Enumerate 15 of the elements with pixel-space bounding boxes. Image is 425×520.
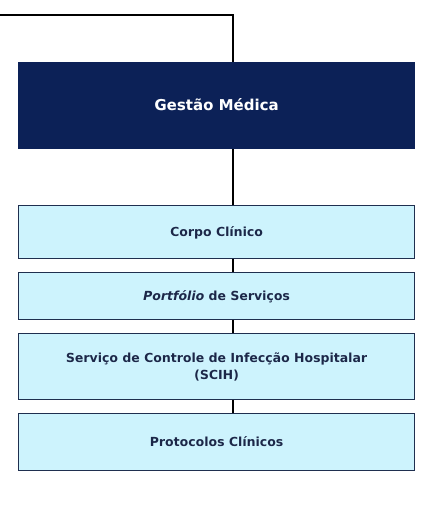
box-label: Gestão Médica [154,95,279,116]
process-box [18,333,415,400]
box-label: Serviço de Controle de Infecção Hospitalar (SCIH) [64,350,368,384]
header-box [18,62,415,149]
connector-line [232,400,234,413]
connector-line [0,14,234,62]
process-box [18,272,415,320]
process-box [18,205,415,259]
box-label: Corpo Clínico [170,224,263,240]
connector-line [232,149,234,205]
connector-line [232,259,234,272]
box-label: Protocolos Clínicos [150,434,284,450]
process-box [18,413,415,471]
connector-line [232,320,234,333]
box-label: Portfólio de Serviços [143,288,290,304]
